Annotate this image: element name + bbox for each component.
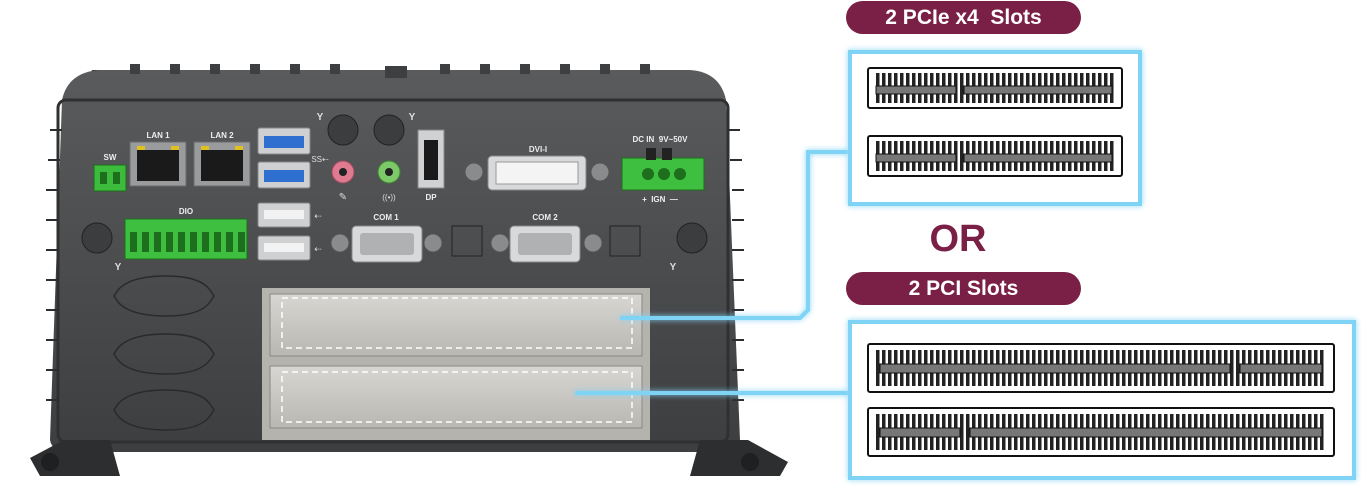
- audio-glyph: ((•)): [382, 193, 396, 202]
- pci-slots-label: 2 PCI Slots: [846, 272, 1081, 305]
- lan-ports: LAN 1 LAN 2: [129, 131, 251, 187]
- antenna-glyph-4: Y: [670, 262, 677, 273]
- antenna-connectors: Y Y Y Y: [81, 112, 708, 273]
- lan2-label: LAN 2: [210, 131, 234, 140]
- dio-label: DIO: [179, 207, 193, 216]
- antenna-glyph-1: Y: [317, 112, 324, 123]
- dio-terminal: DIO: [124, 207, 248, 260]
- mounting-feet: [30, 440, 788, 476]
- pcie-slots-label: 2 PCIe x4 Slots: [846, 1, 1081, 34]
- ign-label: + IGN —: [642, 195, 678, 204]
- antenna-glyph-3: Y: [115, 262, 122, 273]
- sw-label: SW: [104, 153, 117, 162]
- dc-in-label: DC IN 9V~50V: [633, 135, 689, 144]
- pci-slot-1: [867, 343, 1335, 393]
- dvi-port: DVI-I: [464, 145, 610, 191]
- antenna-glyph-2: Y: [409, 112, 416, 123]
- com-knockouts: [113, 275, 215, 431]
- usb2-glyph-2: ⇠: [314, 244, 322, 254]
- usb2-glyph-1: ⇠: [314, 211, 322, 221]
- connector-lines: [575, 150, 850, 395]
- pcie-slot-1: [867, 67, 1123, 109]
- dc-in-terminal: DC IN 9V~50V + IGN —: [621, 135, 705, 204]
- dvi-label: DVI-I: [529, 145, 547, 154]
- com1-label: COM 1: [373, 213, 399, 222]
- usb3-ports: SS⇠: [257, 127, 329, 189]
- lan1-label: LAN 1: [146, 131, 170, 140]
- usb2-ports: ⇠ ⇠: [257, 202, 322, 261]
- pcie-slots-box: [848, 50, 1142, 206]
- audio-jacks: ✎ ((•)): [331, 160, 401, 203]
- com2-label: COM 2: [532, 213, 558, 222]
- com-ports: COM 1 COM 2: [330, 213, 641, 263]
- mic-glyph: ✎: [339, 192, 347, 203]
- or-label: OR: [929, 218, 987, 260]
- pci-slot-2: [867, 407, 1335, 457]
- expansion-slot-bay: [262, 288, 650, 440]
- dp-port: DP: [417, 129, 445, 202]
- pci-slots-box: [848, 320, 1356, 480]
- sw-connector: SW: [93, 153, 127, 192]
- usb3-glyph: SS⇠: [311, 155, 329, 164]
- pcie-slot-2: [867, 135, 1123, 177]
- dp-label: DP: [425, 193, 437, 202]
